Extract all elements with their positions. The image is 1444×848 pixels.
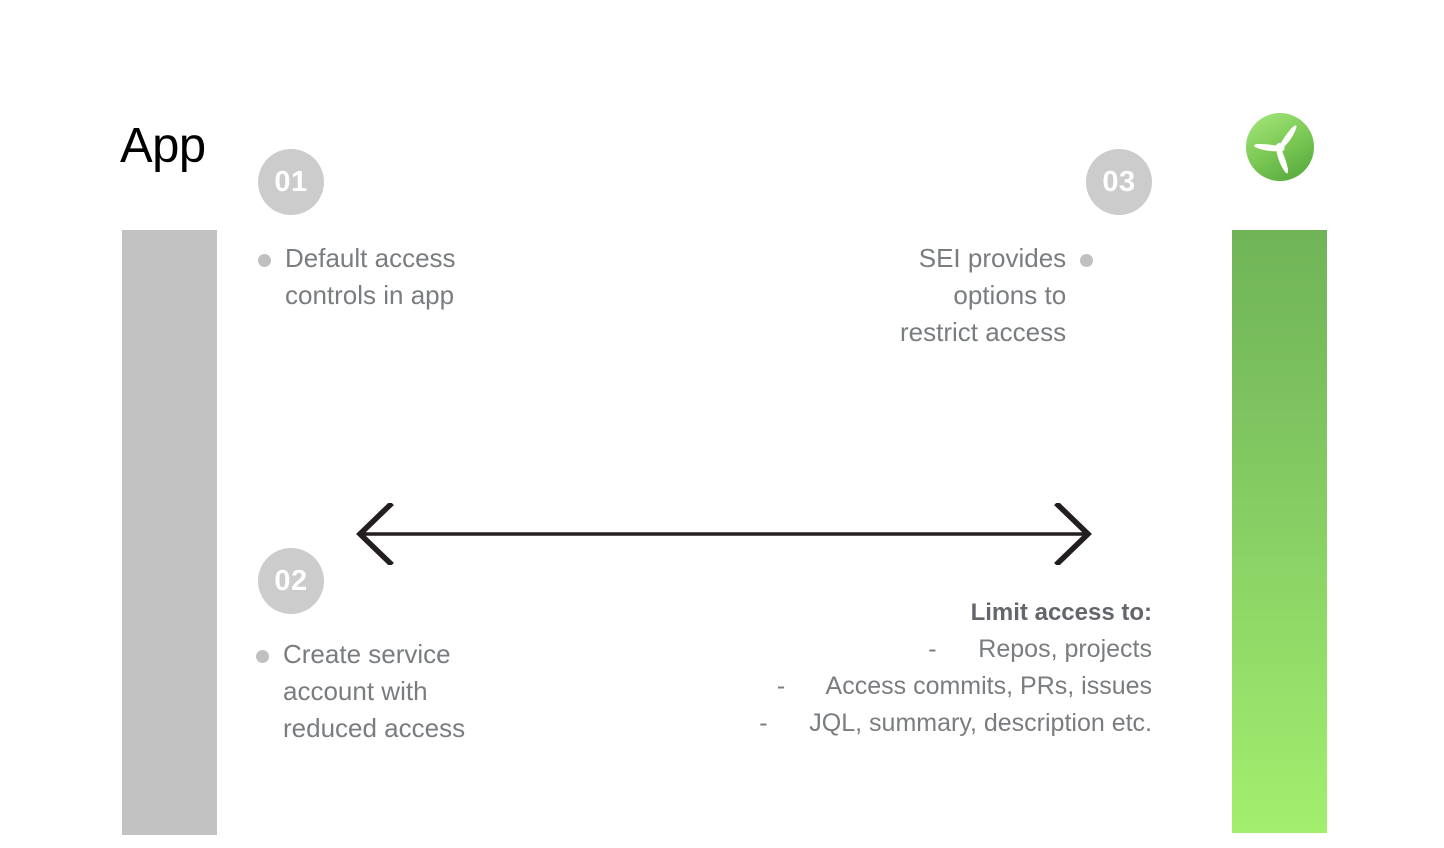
step-text-02: Create service account with reduced acce… (283, 639, 466, 743)
limit-access-list: Limit access to: - Repos, projects - Acc… (759, 595, 1152, 742)
page-title: App (120, 119, 206, 173)
step-bullet-01: Default access controls in app (258, 240, 558, 314)
step-badge-03: 03 (1086, 149, 1152, 215)
green-gradient-bar (1232, 230, 1327, 833)
bullet-dot-icon (256, 650, 269, 663)
propeller-logo-icon (1245, 112, 1315, 182)
step-badge-02: 02 (258, 548, 324, 614)
step-bullet-02: Create service account with reduced acce… (256, 636, 556, 747)
limit-access-heading: Limit access to: (970, 599, 1152, 626)
step-badge-01: 01 (258, 149, 324, 215)
double-headed-arrow (348, 501, 1100, 567)
bullet-dot-icon (258, 254, 271, 267)
bullet-dot-icon (1080, 254, 1094, 267)
limit-access-item: - Access commits, PRs, issues (776, 672, 1152, 700)
gray-bar (122, 230, 217, 835)
step-text-03: SEI provides options to restrict access (900, 243, 1067, 347)
step-bullet-03: SEI provides options to restrict access (900, 240, 1190, 351)
limit-access-item: - JQL, summary, description etc. (759, 709, 1152, 737)
step-text-01: Default access controls in app (285, 243, 456, 310)
limit-access-item: - Repos, projects (928, 635, 1152, 663)
